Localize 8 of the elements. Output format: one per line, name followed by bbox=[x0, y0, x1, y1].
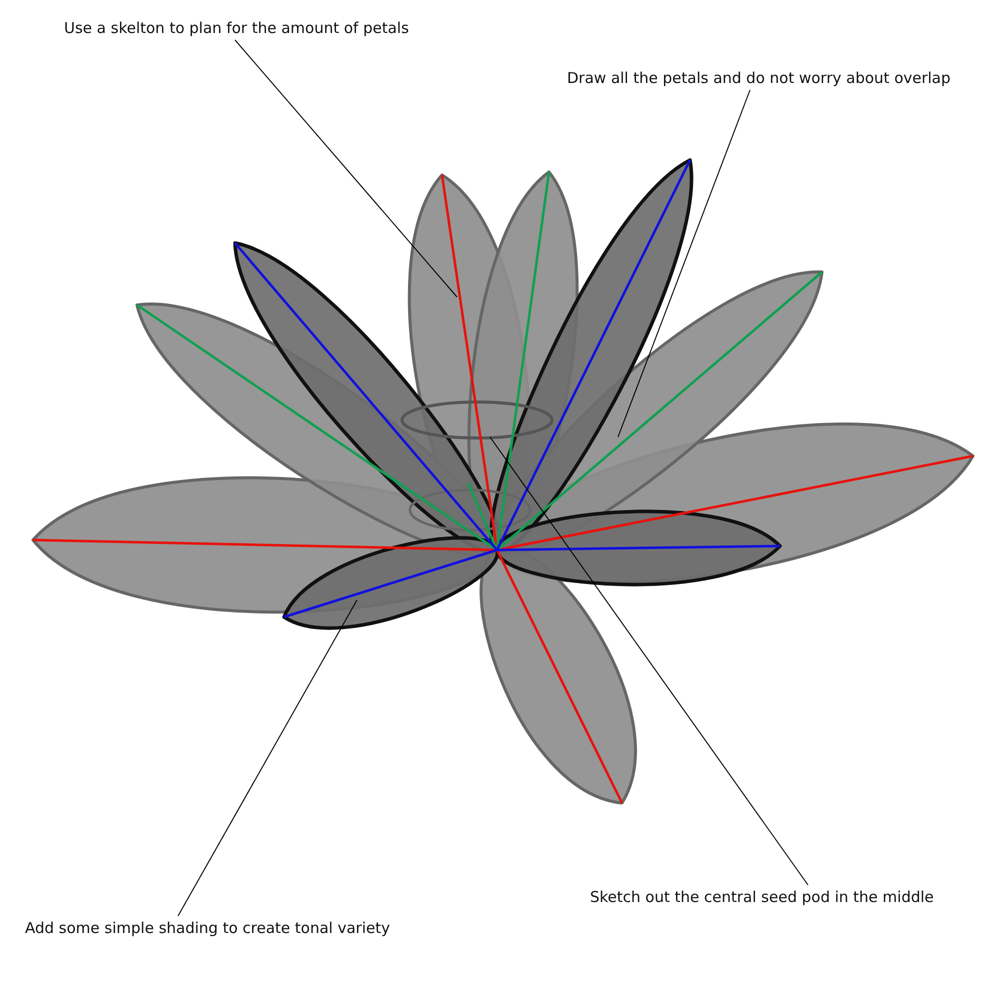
callout-text: Draw all the petals and do not worry about overlap bbox=[567, 68, 951, 88]
callout-text: Use a skelton to plan for the amount of petals bbox=[64, 18, 409, 38]
leader-line bbox=[178, 600, 358, 916]
callout-text: Add some simple shading to create tonal variety bbox=[25, 918, 390, 938]
leader-line bbox=[618, 90, 750, 438]
leader-line bbox=[490, 436, 808, 886]
callout-text: Sketch out the central seed pod in the middle bbox=[590, 887, 934, 907]
leader-line bbox=[234, 40, 458, 298]
